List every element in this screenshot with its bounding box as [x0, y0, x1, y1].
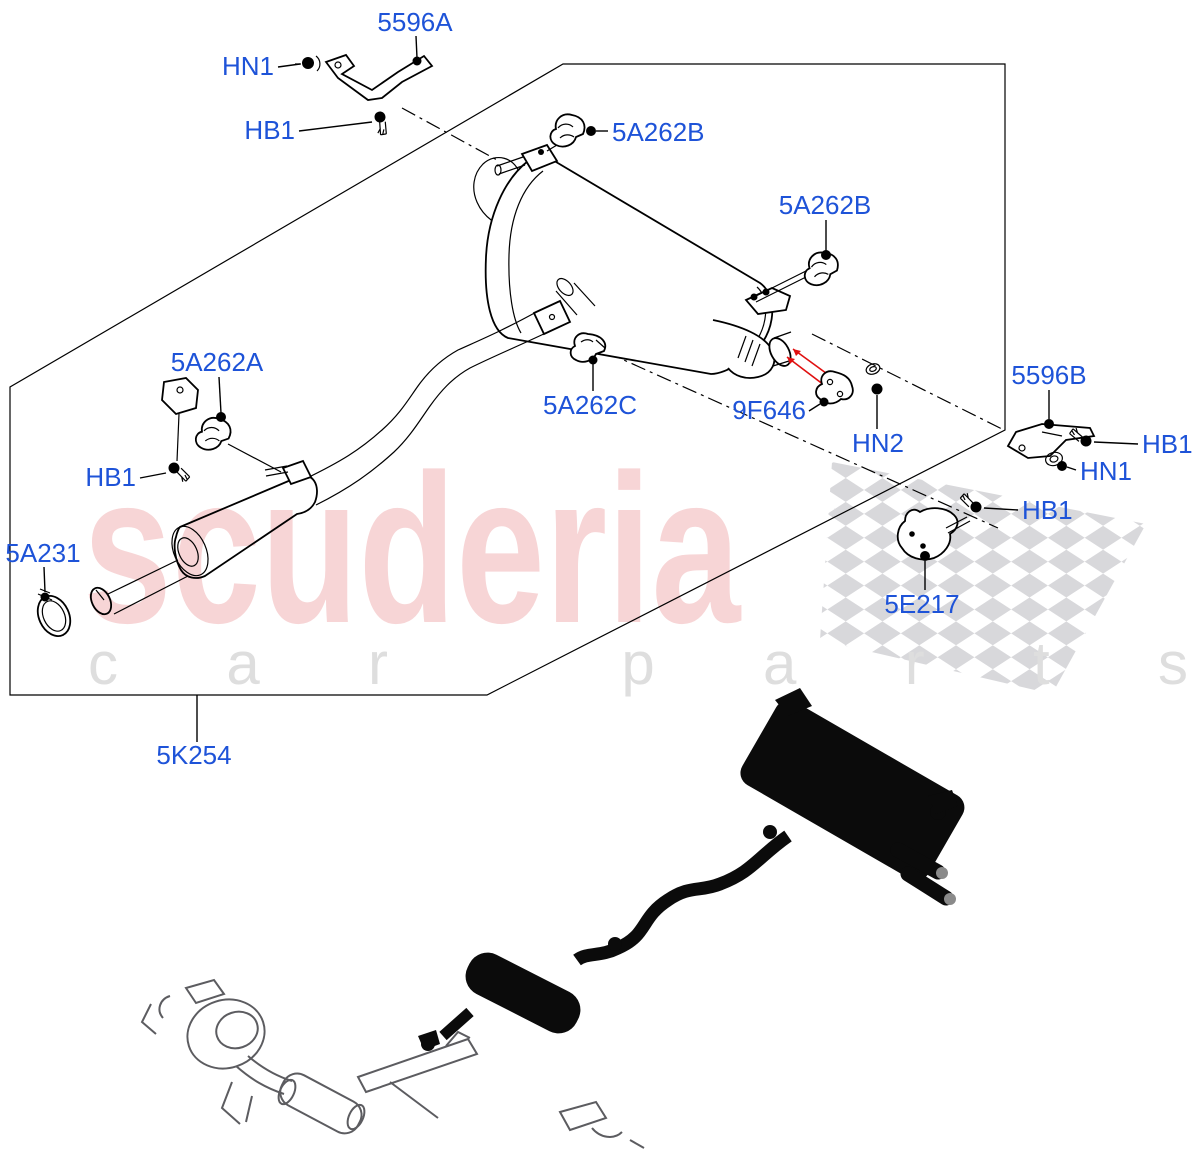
callout-hn2[interactable]: HN2: [852, 428, 904, 458]
hn2-nut-washer-drawing: [865, 363, 883, 395]
callout-5k254[interactable]: 5K254: [156, 740, 231, 770]
callout-5e217[interactable]: 5E217: [884, 589, 959, 619]
axis-centerlines: [401, 107, 1005, 529]
callout-5a262c[interactable]: 5A262C: [543, 390, 637, 420]
red-pointer-arrows: [786, 348, 831, 386]
callout-hb1-5e217[interactable]: HB1: [1022, 495, 1073, 525]
callout-hb1-left[interactable]: HB1: [85, 462, 136, 492]
clamp-5a262c-drawing: [569, 332, 607, 363]
hanger-5a262b-rear-drawing: [801, 249, 841, 288]
callout-hb1-right[interactable]: HB1: [1142, 429, 1193, 459]
leader-lines: [43, 35, 1139, 593]
bracket-5e217-drawing: [896, 491, 985, 561]
callout-5a231[interactable]: 5A231: [5, 538, 80, 568]
watermark-brand-group: scuderia: [83, 431, 741, 667]
watermark-brand: scuderia: [83, 431, 741, 667]
callout-5596b[interactable]: 5596B: [1011, 360, 1086, 390]
callout-5a262b-rear[interactable]: 5A262B: [779, 190, 872, 220]
rear-mount-bracket-5596b-drawing: [1006, 419, 1096, 471]
callout-hb1-top[interactable]: HB1: [244, 115, 295, 145]
gasket-9f646-drawing: [815, 370, 854, 405]
callout-9f646[interactable]: 9F646: [732, 395, 806, 425]
hanger-5a262b-front-drawing: [549, 113, 586, 148]
thumbnail-front-section-ghost: [140, 978, 645, 1149]
front-hanger-bracket-drawing: [295, 53, 434, 139]
mid-resonator-drawing: [89, 299, 572, 616]
thumbnail-rear-section-silhouette: [418, 688, 965, 1051]
callout-5a262b-front[interactable]: 5A262B: [612, 117, 705, 147]
callout-hn1-top[interactable]: HN1: [222, 51, 274, 81]
location-thumbnail: [140, 688, 965, 1149]
callout-5596a[interactable]: 5596A: [377, 7, 453, 37]
outline-box: [9, 63, 1006, 742]
checkered-flag-watermark: [820, 462, 1146, 694]
left-mount-bracket-drawing: [161, 377, 199, 484]
callout-5a262a[interactable]: 5A262A: [171, 347, 264, 377]
callout-hn1-right[interactable]: HN1: [1080, 456, 1132, 486]
clamp-5a231-drawing: [36, 588, 72, 637]
callout-labels: 5596A HN1 HB1 5A262B 5A262B 5A262A HB1 5…: [5, 7, 1192, 770]
